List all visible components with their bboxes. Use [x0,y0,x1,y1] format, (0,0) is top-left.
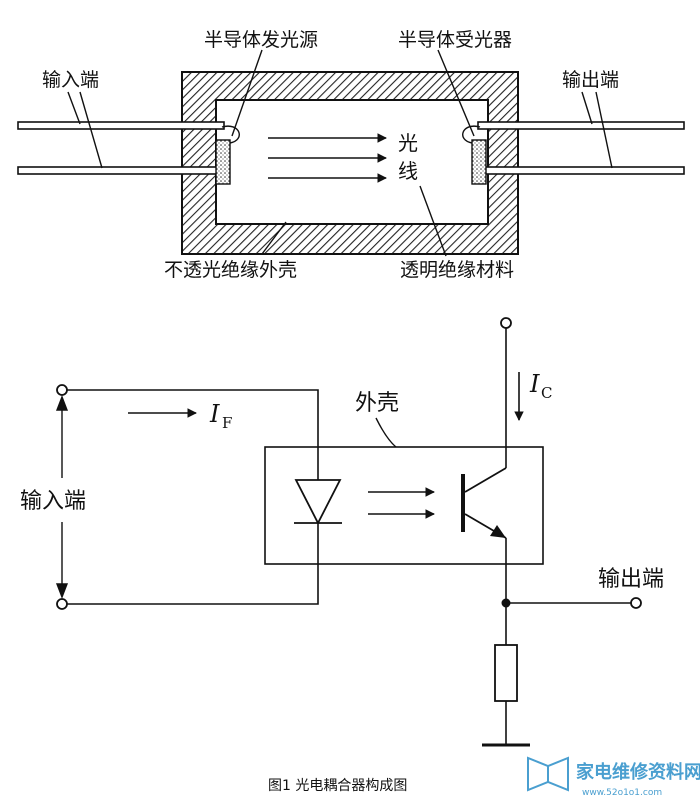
light-source-label: 半导体发光源 [204,29,318,51]
light-ray-arrows [268,133,387,183]
figure-caption: 图1 光电耦合器构成图 [268,778,407,794]
light-source-chip [215,139,231,185]
top-input-label: 输入端 [42,69,99,91]
shell-label: 外壳 [355,391,399,416]
light-label-2: 线 [398,159,418,183]
output-terminal [630,597,642,609]
load-resistor [494,644,518,702]
phototransistor-symbol [461,467,507,539]
transparent-insulating-material [215,99,489,225]
transparent-material-label: 透明绝缘材料 [400,259,514,281]
collector-current-symbol: I [529,370,540,398]
input-terminal-top [56,384,68,396]
top-output-label: 输出端 [562,69,619,91]
bottom-output-label: 输出端 [598,567,664,592]
input-terminal-bottom [56,598,68,610]
light-source-bond-wire [221,125,240,144]
led-diode-symbol [294,479,342,525]
light-label-1: 光 [398,131,418,155]
forward-current-subscript: F [222,414,232,432]
collector-terminal [500,317,512,329]
optical-coupling-arrows [368,487,435,519]
forward-current-symbol: I [209,400,220,428]
top-leader-lines [67,49,613,257]
input-double-arrow [55,395,69,599]
site-watermark: 家电维修资料网 www.52o1o1.com [527,756,700,798]
light-receiver-label: 半导体受光器 [398,29,512,51]
input-wires [67,389,319,605]
bottom-input-label: 输入端 [20,489,86,514]
circuit-schematic: I F 外壳 I C [20,317,664,747]
collector-current-subscript: C [541,384,552,402]
light-receiver-chip [471,139,487,185]
shell-box [264,446,544,565]
light-receiver-bond-wire [462,125,481,144]
watermark-url: www.52o1o1.com [582,788,662,798]
watermark-main: 家电维修资料网 [576,761,700,783]
opaque-shell-label: 不透光绝缘外壳 [164,259,297,281]
physical-structure-diagram: 半导体发光源 半导体受光器 输入端 输出端 光 线 不透光绝缘外壳 透明绝缘材料 [17,29,685,281]
book-logo-icon [527,756,569,792]
shell-leader [375,417,397,448]
